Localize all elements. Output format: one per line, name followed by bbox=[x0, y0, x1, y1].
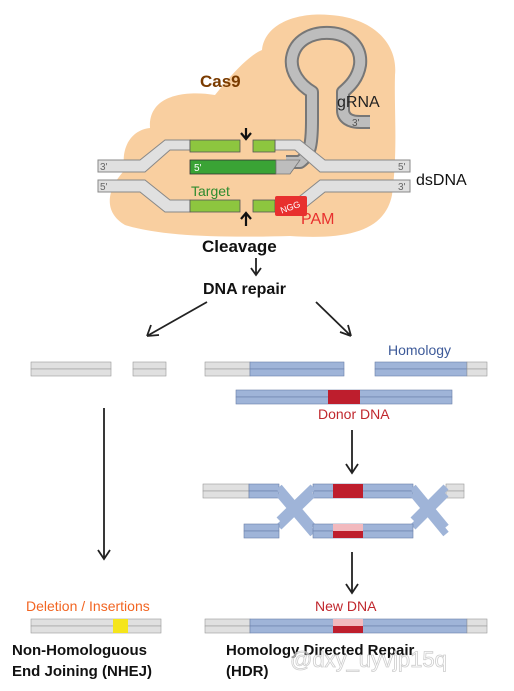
hdr-arrow-2 bbox=[345, 552, 359, 595]
hdr-title-line1: Homology Directed Repair bbox=[226, 642, 415, 659]
cas9-label: Cas9 bbox=[200, 72, 241, 91]
homology-label: Homology bbox=[388, 342, 451, 358]
arrow-to-hdr bbox=[315, 301, 352, 337]
grna-target-pairing bbox=[189, 159, 277, 175]
bottom-strand-3prime-label: 3' bbox=[398, 182, 406, 193]
cleavage-label: Cleavage bbox=[202, 237, 277, 256]
target-segment-top-left bbox=[189, 139, 241, 153]
hdr-title-line2: (HDR) bbox=[226, 663, 269, 680]
deletion-insertions-label: Deletion / Insertions bbox=[26, 598, 150, 614]
cut-arrow-top bbox=[240, 128, 252, 141]
target-label: Target bbox=[191, 183, 230, 199]
donor-dna-label: Donor DNA bbox=[318, 406, 390, 422]
watermark: @dxy_uyvjp15q bbox=[290, 647, 447, 672]
target-segment-bottom-right bbox=[252, 199, 276, 213]
dna-repair-label: DNA repair bbox=[203, 281, 286, 298]
grna-3prime-label: 3' bbox=[352, 118, 360, 129]
grna-label: gRNA bbox=[337, 94, 380, 111]
grna-target-tail bbox=[275, 159, 301, 175]
nhej-broken-dna bbox=[30, 361, 167, 377]
hdr-crossover bbox=[202, 483, 465, 539]
hdr-repaired-dna bbox=[204, 618, 488, 634]
grna-strand-inner bbox=[286, 27, 370, 167]
insertion-mark bbox=[113, 619, 128, 633]
new-dna-label: New DNA bbox=[315, 598, 377, 614]
pam-label: PAM bbox=[301, 211, 334, 228]
nhej-title-line1: Non-Homologuous bbox=[12, 642, 147, 659]
arrow-to-nhej bbox=[146, 301, 208, 337]
pam-site bbox=[275, 196, 307, 216]
nhej-down-arrow bbox=[97, 408, 111, 561]
donor-dna bbox=[235, 389, 453, 405]
hdr-arrow-1 bbox=[345, 430, 359, 475]
grna-5prime-label: 5' bbox=[194, 163, 202, 174]
cleavage-to-repair-arrow bbox=[250, 258, 262, 277]
target-segment-top-right bbox=[252, 139, 276, 153]
top-strand-3prime-label: 3' bbox=[100, 162, 108, 173]
target-segment-bottom-left bbox=[189, 199, 241, 213]
nhej-repaired-dna bbox=[30, 618, 162, 634]
dsdna-label: dsDNA bbox=[416, 172, 467, 189]
bottom-strand-5prime-label: 5' bbox=[100, 182, 108, 193]
hdr-broken-dna bbox=[204, 361, 488, 377]
cut-arrow-bottom bbox=[240, 211, 252, 226]
nhej-title-line2: End Joining (NHEJ) bbox=[12, 663, 152, 680]
top-strand-5prime-label: 5' bbox=[398, 162, 406, 173]
